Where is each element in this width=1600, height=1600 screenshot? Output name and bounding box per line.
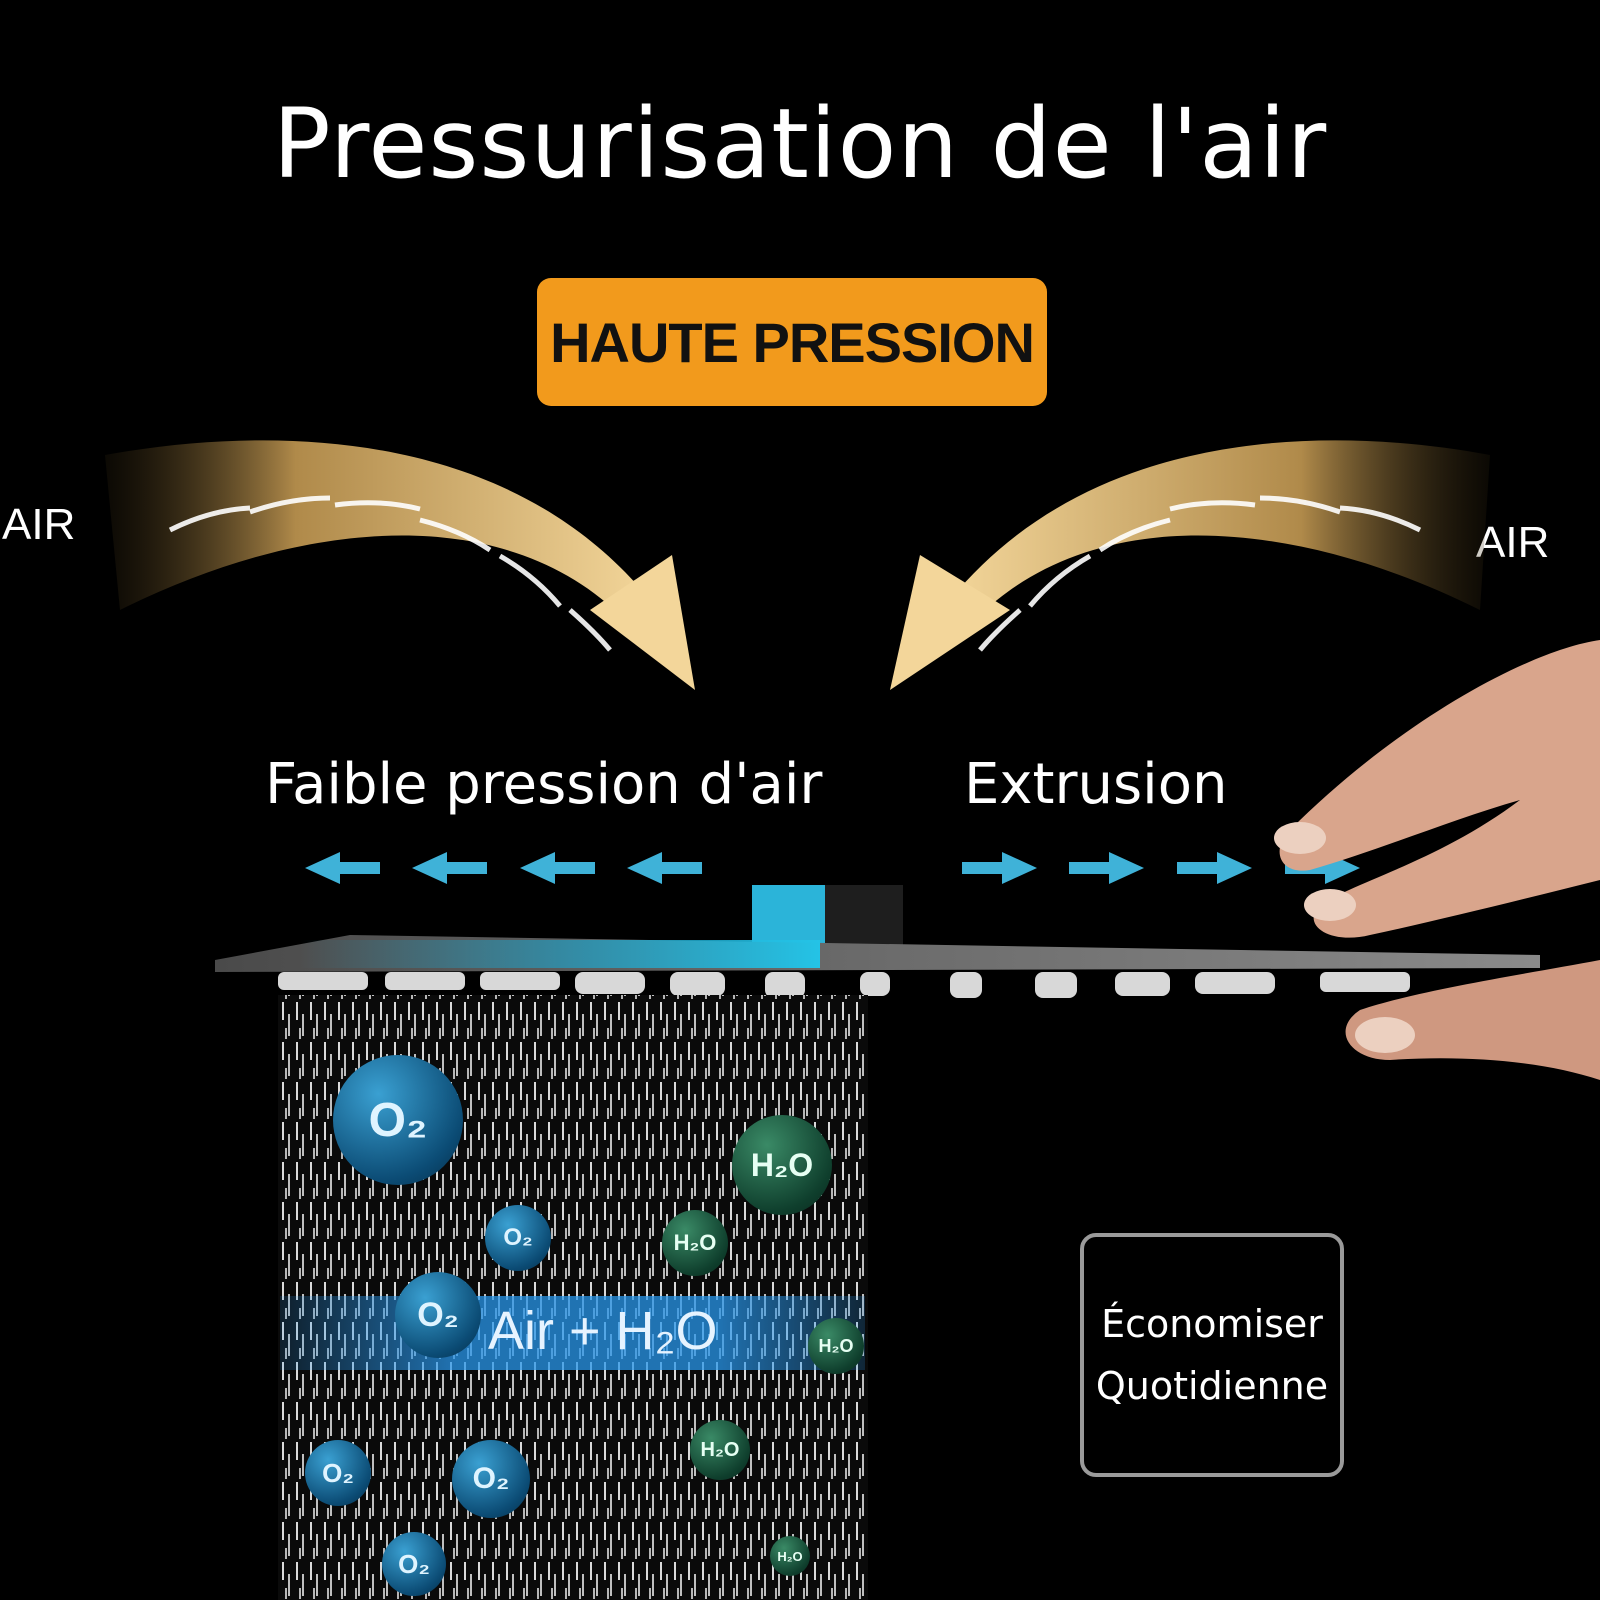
o2-bubble: O₂ bbox=[382, 1532, 446, 1596]
low-pressure-arrows bbox=[305, 852, 702, 884]
o2-bubble: O₂ bbox=[395, 1272, 481, 1358]
air-label-right: AIR bbox=[1476, 518, 1550, 567]
left-air-arrow bbox=[105, 440, 695, 690]
right-air-arrow bbox=[890, 440, 1490, 690]
extrusion-label: Extrusion bbox=[964, 752, 1228, 817]
air-water-label: Air + H₂O bbox=[488, 1301, 718, 1361]
o2-bubble: O₂ bbox=[305, 1440, 371, 1506]
page-title: Pressurisation de l'air bbox=[272, 88, 1328, 200]
h2o-bubble: H₂O bbox=[770, 1536, 810, 1576]
air-label-left: AIR bbox=[2, 500, 76, 549]
o2-bubble: O₂ bbox=[452, 1440, 530, 1518]
eco-line-1: Économiser bbox=[1101, 1302, 1323, 1346]
low-pressure-label: Faible pression d'air bbox=[265, 752, 823, 817]
o2-bubble: O₂ bbox=[333, 1055, 463, 1185]
badge-label: HAUTE PRESSION bbox=[550, 310, 1035, 374]
high-pressure-badge: HAUTE PRESSION bbox=[537, 278, 1047, 406]
shower-head bbox=[215, 885, 1540, 998]
air-water-band bbox=[280, 1296, 865, 1370]
h2o-bubble: H₂O bbox=[690, 1420, 750, 1480]
h2o-bubble: H₂O bbox=[808, 1318, 864, 1374]
eco-box: Économiser Quotidienne bbox=[1080, 1233, 1344, 1477]
h2o-bubble: H₂O bbox=[662, 1210, 728, 1276]
hand-image bbox=[1274, 640, 1600, 1080]
o2-bubble: O₂ bbox=[485, 1205, 551, 1271]
eco-line-2: Quotidienne bbox=[1095, 1364, 1329, 1408]
h2o-bubble: H₂O bbox=[732, 1115, 832, 1215]
